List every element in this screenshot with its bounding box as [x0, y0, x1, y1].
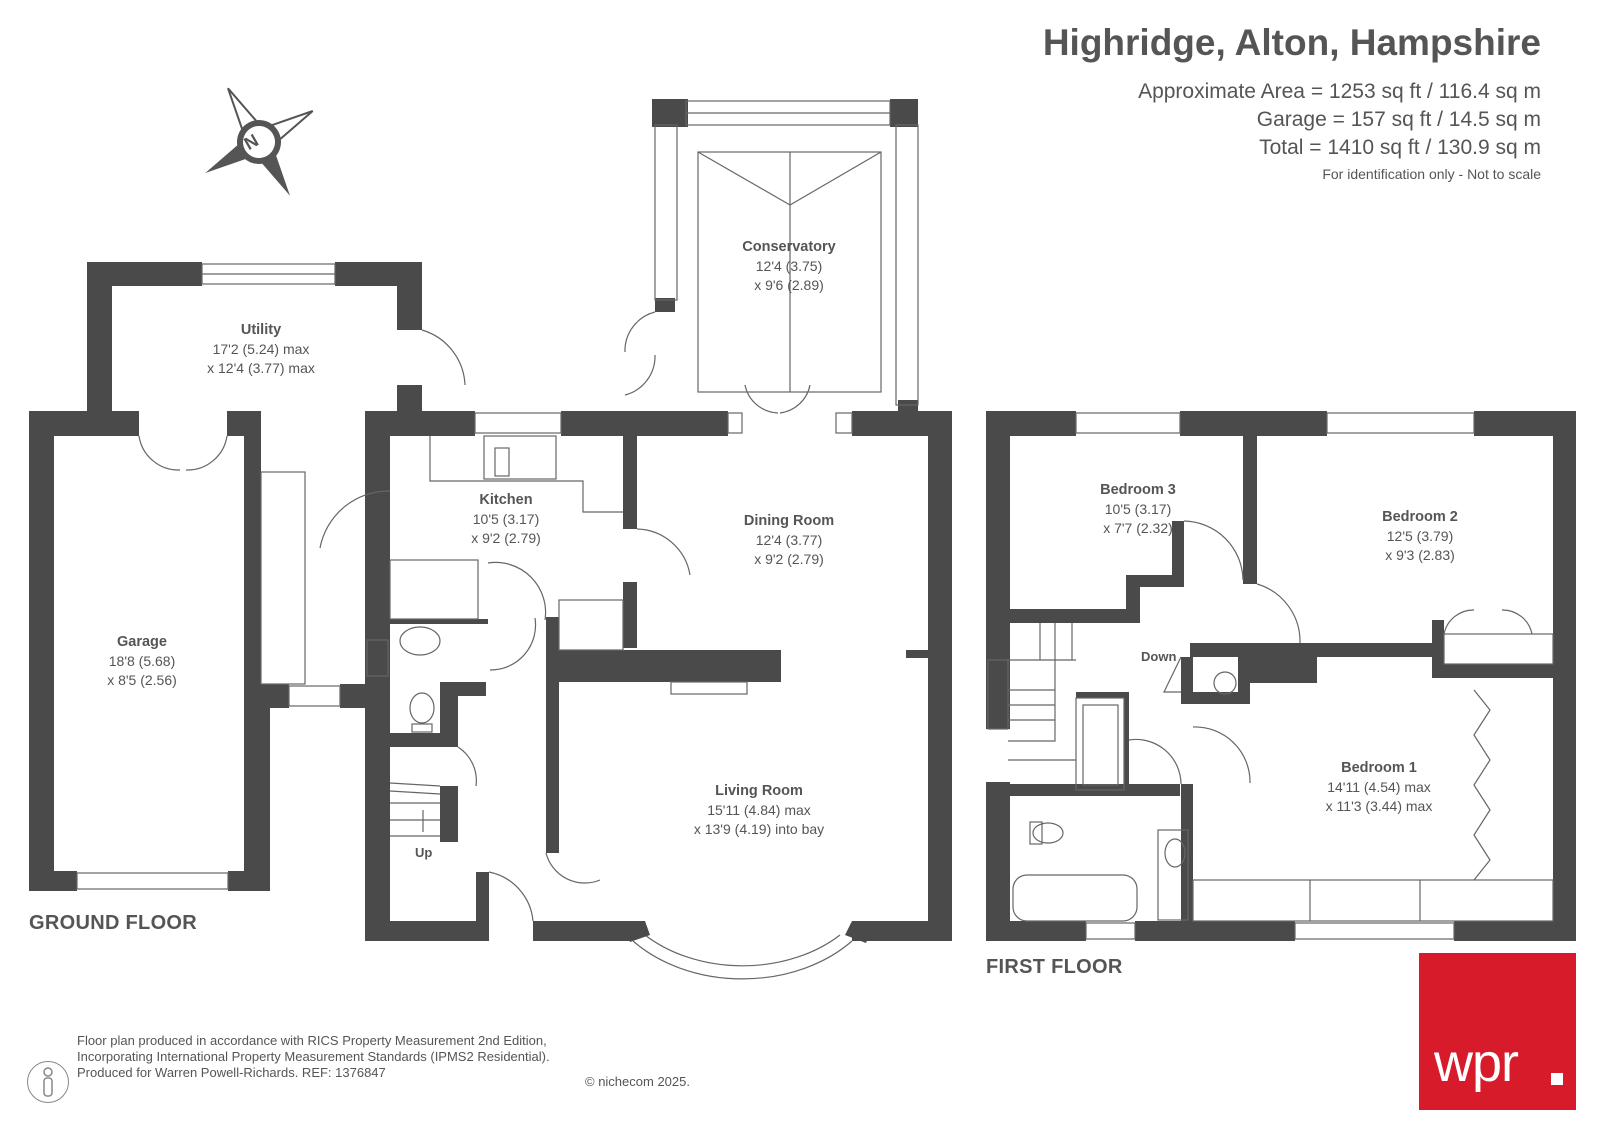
thin-lines [76, 100, 1554, 980]
footer-text: Floor plan produced in accordance with R… [77, 1033, 550, 1080]
wpr-logo: wpr [1419, 953, 1576, 1110]
first-floor-label: FIRST FLOOR [986, 956, 1123, 978]
bay-wall [623, 921, 875, 943]
stair-up-label: Up [415, 845, 433, 860]
room-bedroom-2: Bedroom 2 12'5 (3.79) x 9'3 (2.83) [1382, 509, 1458, 563]
accessibility-person-icon [27, 1061, 69, 1103]
room-conservatory: Conservatory 12'4 (3.75) x 9'6 (2.89) [742, 239, 836, 293]
room-garage: Garage 18'8 (5.68) x 8'5 (2.56) [107, 634, 177, 688]
compass-icon [205, 87, 314, 196]
total-area: Total = 1410 sq ft / 130.9 sq m [1259, 136, 1541, 159]
walls [29, 99, 1576, 941]
garage-area: Garage = 157 sq ft / 14.5 sq m [1256, 108, 1541, 131]
copyright: © nichecom 2025. [585, 1074, 690, 1089]
room-utility: Utility 17'2 (5.24) max x 12'4 (3.77) ma… [207, 322, 315, 376]
room-bedroom-1: Bedroom 1 14'11 (4.54) max x 11'3 (3.44)… [1325, 760, 1433, 814]
room-bedroom-3: Bedroom 3 10'5 (3.17) x 7'7 (2.32) [1100, 482, 1176, 536]
ground-floor-label: GROUND FLOOR [29, 912, 198, 934]
disclaimer: For identification only - Not to scale [1322, 166, 1541, 182]
approx-area: Approximate Area = 1253 sq ft / 116.4 sq… [1138, 80, 1541, 103]
room-living: Living Room 15'11 (4.84) max x 13'9 (4.1… [693, 783, 825, 837]
room-kitchen: Kitchen 10'5 (3.17) x 9'2 (2.79) [471, 492, 541, 546]
room-dining: Dining Room 12'4 (3.77) x 9'2 (2.79) [743, 513, 835, 567]
page-title: Highridge, Alton, Hampshire [1042, 22, 1541, 63]
stair-down-label: Down [1141, 649, 1177, 664]
